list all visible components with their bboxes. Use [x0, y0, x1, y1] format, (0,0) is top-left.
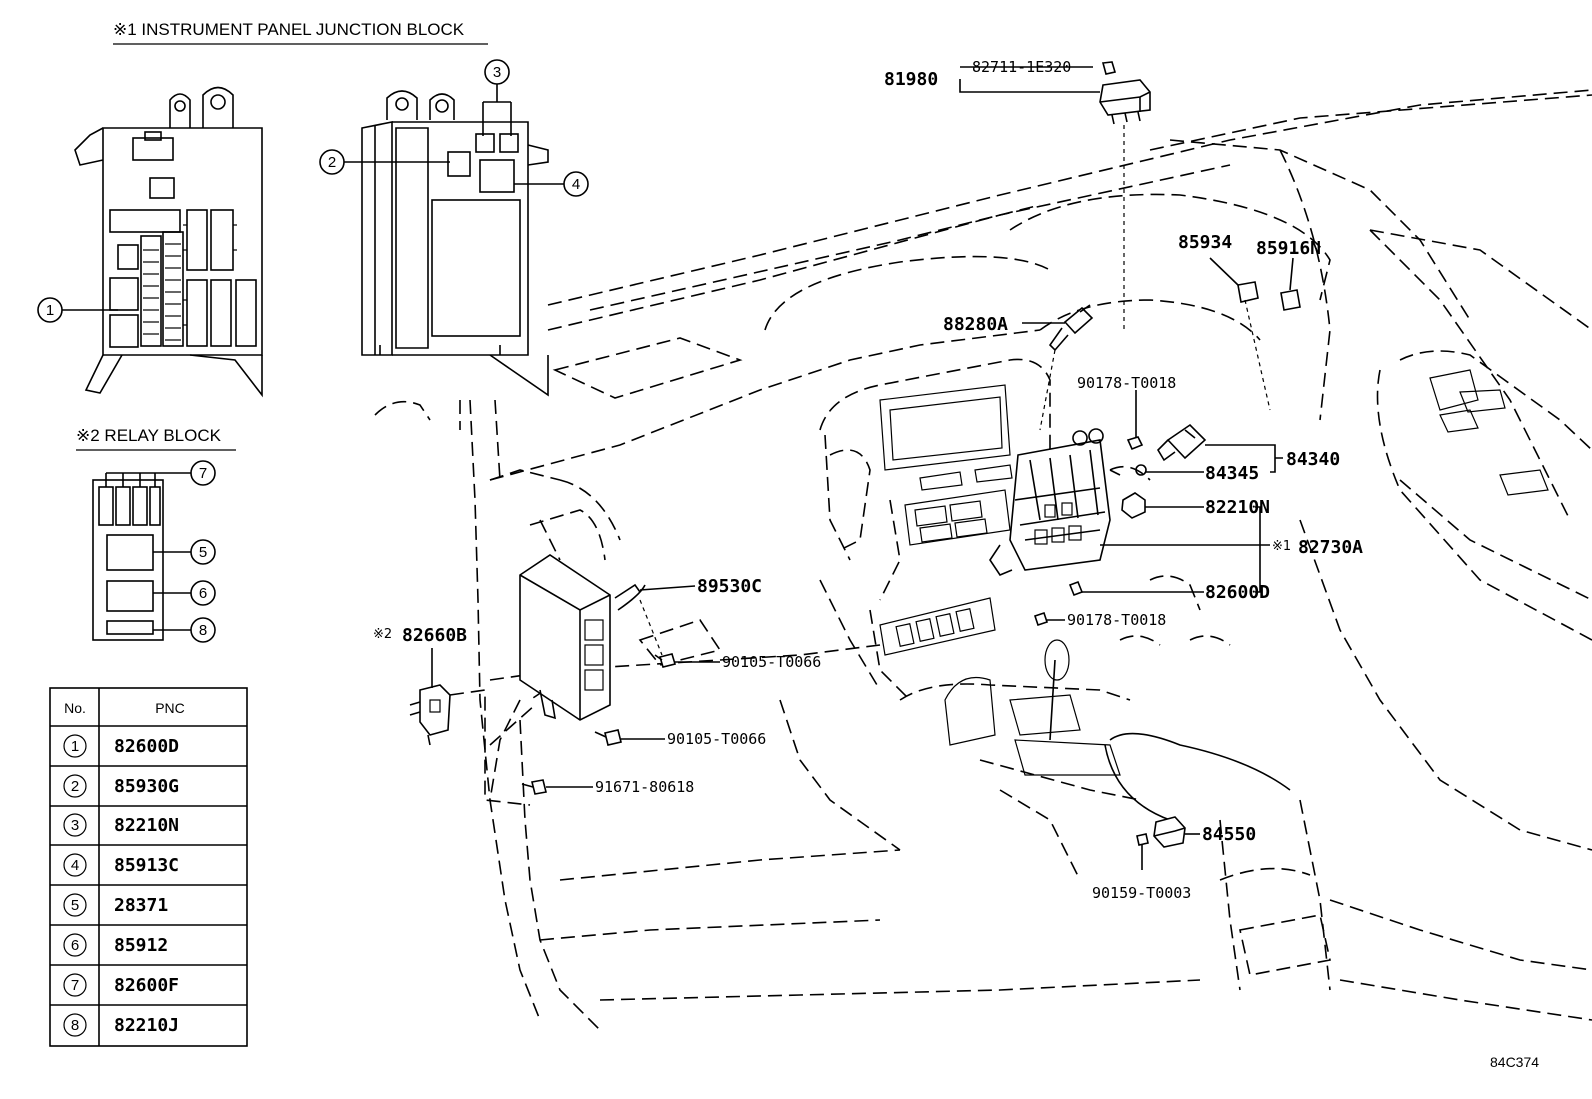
bolt-90159-part	[1136, 833, 1149, 852]
label-82730a-mark: ※1	[1272, 539, 1291, 554]
table-header-no: No.	[64, 700, 86, 716]
relay-block-bracket-82660b-part	[409, 684, 451, 746]
fuse-82600d-part	[1068, 580, 1084, 597]
table-row: 2 85930G	[63, 774, 179, 798]
nut-90178-lower-part	[1033, 611, 1049, 627]
switch-84550-part	[1153, 816, 1186, 848]
bolt-90105-upper-part	[654, 653, 677, 668]
svg-text:28371: 28371	[114, 895, 168, 916]
leader-lines	[431, 66, 1294, 870]
label-85934: 85934	[1178, 232, 1232, 253]
svg-text:85913C: 85913C	[114, 855, 179, 876]
svg-text:5: 5	[71, 897, 79, 914]
label-82730a: 82730A	[1298, 537, 1363, 558]
junction-block-title: ※1 INSTRUMENT PANEL JUNCTION BLOCK	[113, 20, 465, 39]
relay-85934-part	[1237, 281, 1259, 303]
figure-code: 84C374	[1490, 1054, 1539, 1070]
relay-85916n-part	[1280, 289, 1301, 311]
svg-text:8: 8	[71, 1017, 79, 1034]
svg-text:6: 6	[71, 937, 79, 954]
svg-text:82210N: 82210N	[114, 815, 179, 836]
ecu-89530c-part	[519, 554, 646, 721]
callout-6: 6	[153, 580, 216, 606]
label-82660b-mark: ※2	[373, 627, 392, 642]
svg-text:7: 7	[199, 465, 207, 482]
label-90105-t0066-lower: 90105-T0066	[667, 730, 766, 748]
svg-text:4: 4	[71, 857, 79, 874]
callout-5: 5	[153, 539, 216, 565]
sensor-88280a-part	[1048, 304, 1094, 352]
junction-block-front-view	[74, 86, 263, 398]
callout-1: 1	[37, 297, 118, 323]
callout-7: 7	[105, 460, 216, 487]
relay-81980-part	[1099, 61, 1151, 125]
bolt-91671-part	[521, 779, 547, 795]
relay-block-diagram	[92, 479, 164, 641]
svg-text:6: 6	[199, 585, 207, 602]
dashboard-outline	[374, 89, 1592, 1031]
label-85916n: 85916N	[1256, 238, 1321, 259]
svg-text:4: 4	[572, 176, 580, 193]
table-row: 6 85912	[63, 933, 168, 957]
table-row: 7 82600F	[63, 973, 179, 997]
svg-text:2: 2	[71, 778, 79, 795]
svg-text:1: 1	[46, 302, 54, 319]
pnc-table: No. PNC 1 82600D 2 85930G 3 82210N 4 859…	[49, 687, 248, 1047]
svg-text:1: 1	[71, 738, 79, 755]
label-84340: 84340	[1286, 449, 1340, 470]
svg-text:5: 5	[199, 544, 207, 561]
svg-text:8: 8	[199, 622, 207, 639]
svg-text:85912: 85912	[114, 935, 168, 956]
label-91671-80618: 91671-80618	[595, 778, 694, 796]
table-header-pnc: PNC	[155, 700, 185, 716]
svg-text:82210J: 82210J	[114, 1015, 179, 1036]
label-88280a: 88280A	[943, 314, 1008, 335]
label-90178-t0018-upper: 90178-T0018	[1077, 374, 1176, 392]
svg-text:85930G: 85930G	[114, 776, 179, 797]
callout-4: 4	[514, 171, 589, 197]
label-90105-t0066-upper: 90105-T0066	[722, 653, 821, 671]
svg-text:82600D: 82600D	[114, 736, 179, 757]
label-90178-t0018-lower: 90178-T0018	[1067, 611, 1166, 629]
svg-text:3: 3	[71, 817, 79, 834]
svg-text:3: 3	[493, 64, 501, 81]
label-82711-1e320: 82711-1E320	[972, 58, 1071, 76]
label-84550: 84550	[1202, 824, 1256, 845]
label-84345: 84345	[1205, 463, 1259, 484]
table-row: 3 82210N	[63, 813, 179, 837]
relay-block-title: ※2 RELAY BLOCK	[76, 426, 222, 445]
callout-3: 3	[482, 59, 512, 136]
label-82210n: 82210N	[1205, 497, 1270, 518]
washer-84345-part	[1135, 464, 1147, 476]
bolt-90105-lower-part	[594, 729, 622, 746]
label-82600d: 82600D	[1205, 582, 1270, 603]
callout-8: 8	[153, 617, 216, 643]
switch-84340-part	[1156, 423, 1207, 462]
svg-text:7: 7	[71, 977, 79, 994]
label-82660b: 82660B	[402, 625, 467, 646]
table-row: 5 28371	[63, 893, 168, 917]
junction-block-side-view	[361, 90, 549, 397]
label-81980: 81980	[884, 69, 938, 90]
label-89530c: 89530C	[697, 576, 762, 597]
nut-90178-upper-part	[1126, 436, 1144, 451]
svg-text:2: 2	[328, 154, 336, 171]
label-90159-t0003: 90159-T0003	[1092, 884, 1191, 902]
callout-2: 2	[319, 149, 450, 175]
junction-block-part	[989, 428, 1121, 576]
table-row: 8 82210J	[63, 1013, 179, 1037]
table-row: 4 85913C	[63, 853, 179, 877]
svg-text:82600F: 82600F	[114, 975, 179, 996]
table-row: 1 82600D	[63, 734, 179, 758]
relay-82210n-part	[1121, 492, 1146, 519]
